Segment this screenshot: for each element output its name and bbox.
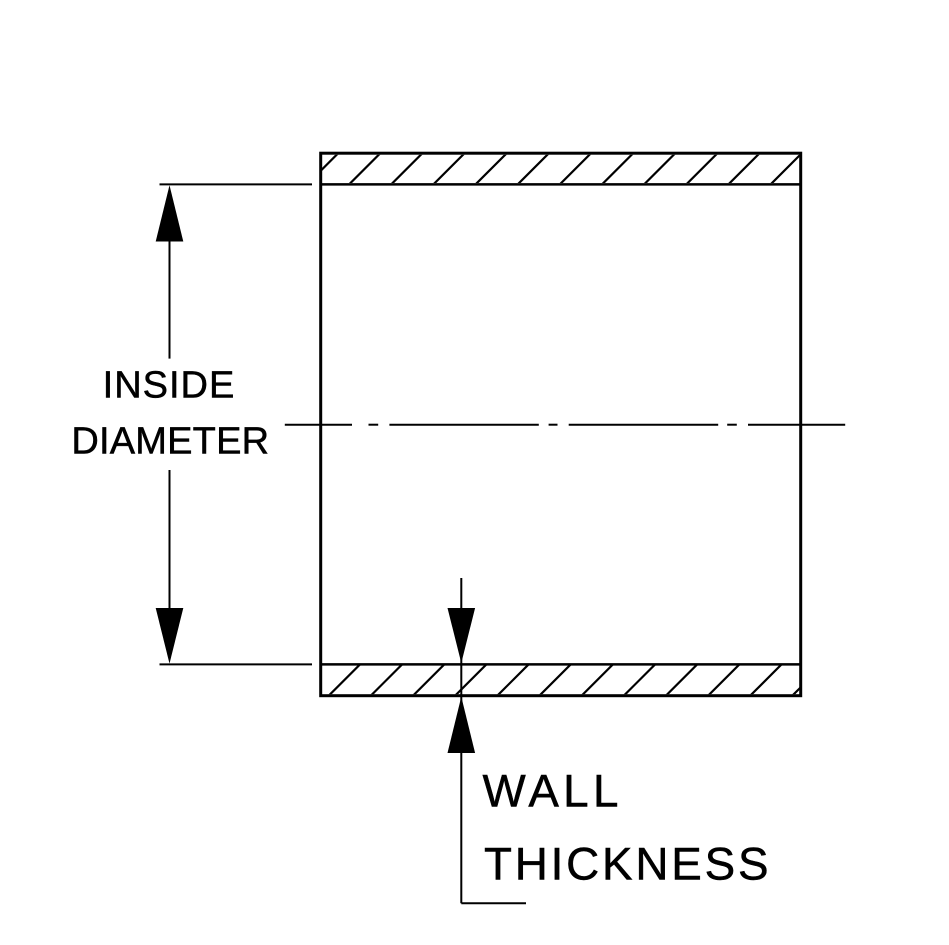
- svg-text:THICKNESS: THICKNESS: [484, 838, 771, 889]
- svg-text:DIAMETER: DIAMETER: [71, 420, 269, 462]
- svg-text:INSIDE: INSIDE: [103, 365, 236, 407]
- svg-text:WALL: WALL: [483, 766, 623, 817]
